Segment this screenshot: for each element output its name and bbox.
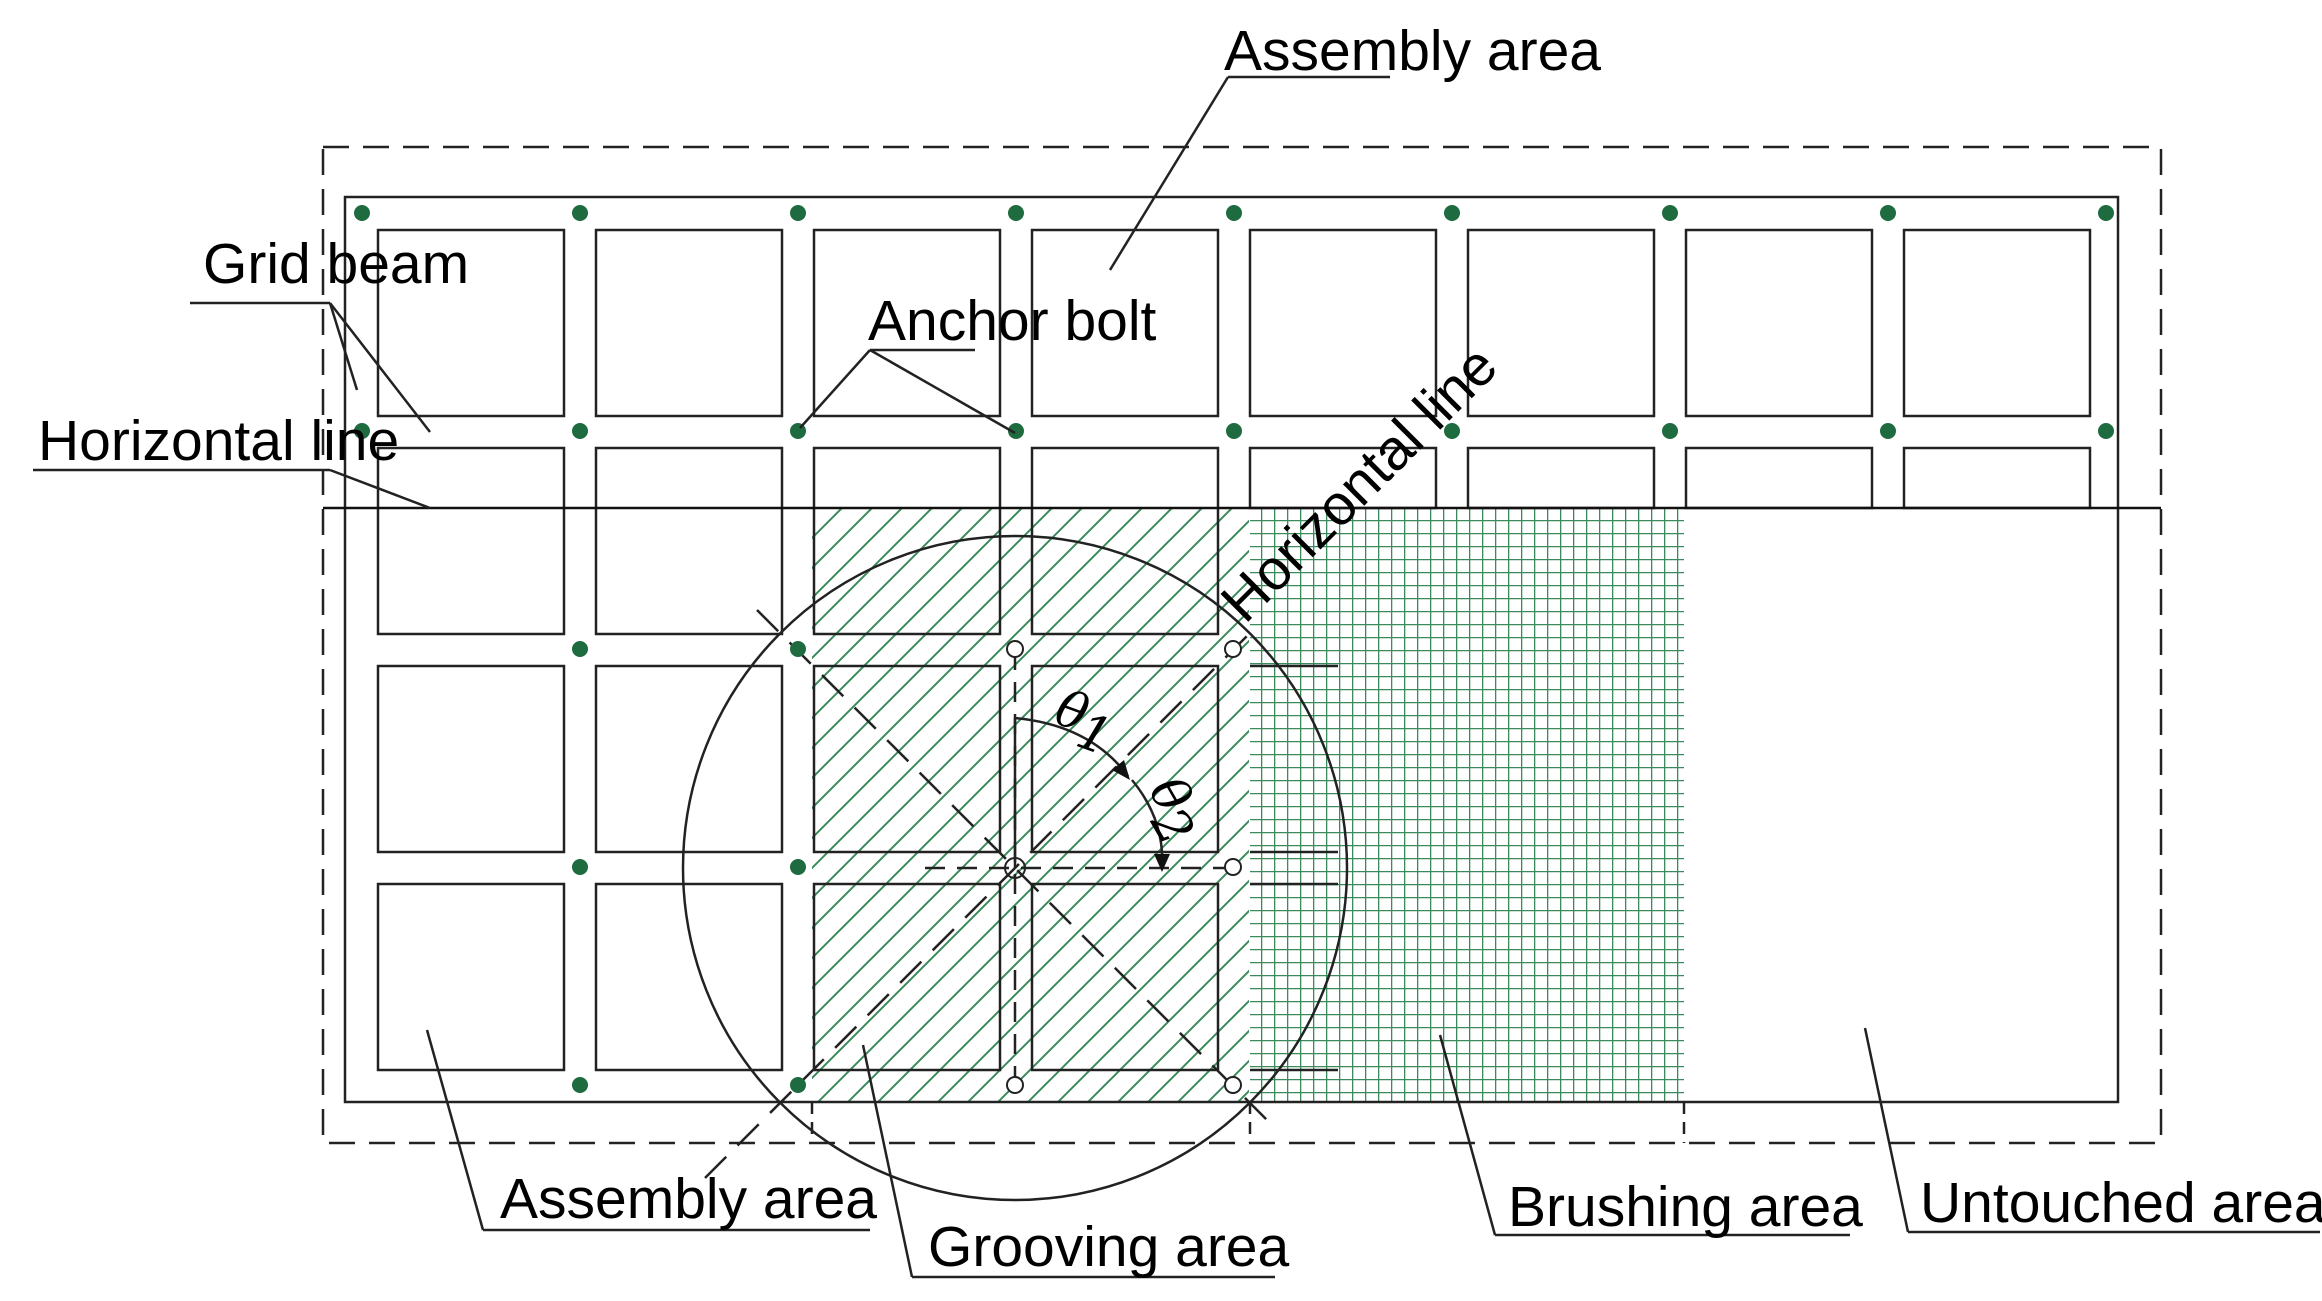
anchor-bolt: [1662, 205, 1678, 221]
anchor-bolt: [790, 1077, 806, 1093]
anchor-bolt: [790, 641, 806, 657]
grid-cell: [1030, 664, 1220, 854]
anchor-bolt: [1008, 423, 1024, 439]
anchor-bolt: [1880, 205, 1896, 221]
anchor-bolt: [2098, 205, 2114, 221]
untouched-area-label: Untouched area: [1920, 1171, 2322, 1235]
dashed-diagonal-2: [704, 629, 1254, 1179]
anchor-bolt: [1226, 205, 1242, 221]
anchor-bolt: [572, 859, 588, 875]
brushing-area-hatch: [1250, 508, 1684, 1102]
leader-lines: [33, 75, 2320, 1279]
anchor-bolt-hollow: [1224, 1076, 1242, 1094]
anchor-bolt: [572, 641, 588, 657]
grid-cell: [1030, 228, 1220, 418]
theta1-arrow: [1112, 760, 1130, 780]
anchor-bolt: [2098, 423, 2114, 439]
inner-frame: [343, 195, 2120, 1104]
grid-cell: [594, 228, 784, 418]
anchor-bolt-hollow: [1006, 640, 1024, 658]
assembly-area-top-label: Assembly area: [1224, 19, 1601, 83]
center-point: [1004, 857, 1026, 879]
theta1-label: θ 1: [1048, 679, 1119, 767]
grid-cell: [812, 228, 1002, 418]
anchor-bolt-hollow: [1006, 1076, 1024, 1094]
anchor-bolt: [790, 859, 806, 875]
grid-cell: [812, 446, 1002, 636]
working-radius-circle: [681, 534, 1349, 1202]
grid-cell: [594, 446, 784, 636]
theta2-arrow: [1154, 854, 1170, 872]
grid-cell: [1030, 446, 1220, 636]
grid-cell: [1248, 228, 1438, 418]
grid-cell: [376, 664, 566, 854]
anchor-bolt-hollow: [1224, 640, 1242, 658]
anchor-bolt: [572, 423, 588, 439]
grid-cell: [1030, 882, 1220, 1072]
grid-cell-partial: [1250, 664, 1338, 854]
outer-dashed-boundary: [321, 145, 2163, 1145]
grid-cell: [1466, 228, 1656, 418]
grid-cell: [1902, 446, 2092, 510]
grid-cell: [376, 446, 566, 636]
brushing-area-label: Brushing area: [1508, 1175, 1863, 1239]
horizontal-line-left-label: Horizontal line: [38, 409, 399, 473]
anchor-bolts: [354, 205, 2114, 1094]
anchor-bolt: [354, 205, 370, 221]
assembly-area-bottom-label: Assembly area: [500, 1167, 877, 1231]
grid-cell: [594, 882, 784, 1072]
grid-cell: [812, 882, 1002, 1072]
grid-cell: [1684, 228, 1874, 418]
grid-cell: [1902, 228, 2092, 418]
anchor-bolt: [1444, 423, 1460, 439]
grooving-area-hatch: [812, 508, 1249, 1102]
grid-cell: [1466, 446, 1656, 510]
grid-beam-label: Grid beam: [203, 232, 469, 296]
grooving-area-label: Grooving area: [928, 1215, 1290, 1279]
grid-cell: [376, 228, 566, 418]
anchor-bolt: [354, 423, 370, 439]
anchor-bolt: [1008, 205, 1024, 221]
anchor-bolt-hollow: [1224, 858, 1242, 876]
grid-cell: [594, 664, 784, 854]
anchor-bolt: [1444, 205, 1460, 221]
anchor-bolt: [790, 205, 806, 221]
grid-cell: [1684, 446, 1874, 510]
dashed-diagonal-1: [756, 609, 1274, 1127]
anchor-bolt: [1226, 423, 1242, 439]
anchor-bolt: [572, 1077, 588, 1093]
grid-cell: [376, 882, 566, 1072]
anchor-bolt-label: Anchor bolt: [868, 289, 1157, 353]
grid-cell-partial: [1250, 882, 1338, 1072]
anchor-bolt: [1880, 423, 1896, 439]
anchor-bolt: [1662, 423, 1678, 439]
anchor-bolt: [572, 205, 588, 221]
grid-cell: [812, 664, 1002, 854]
